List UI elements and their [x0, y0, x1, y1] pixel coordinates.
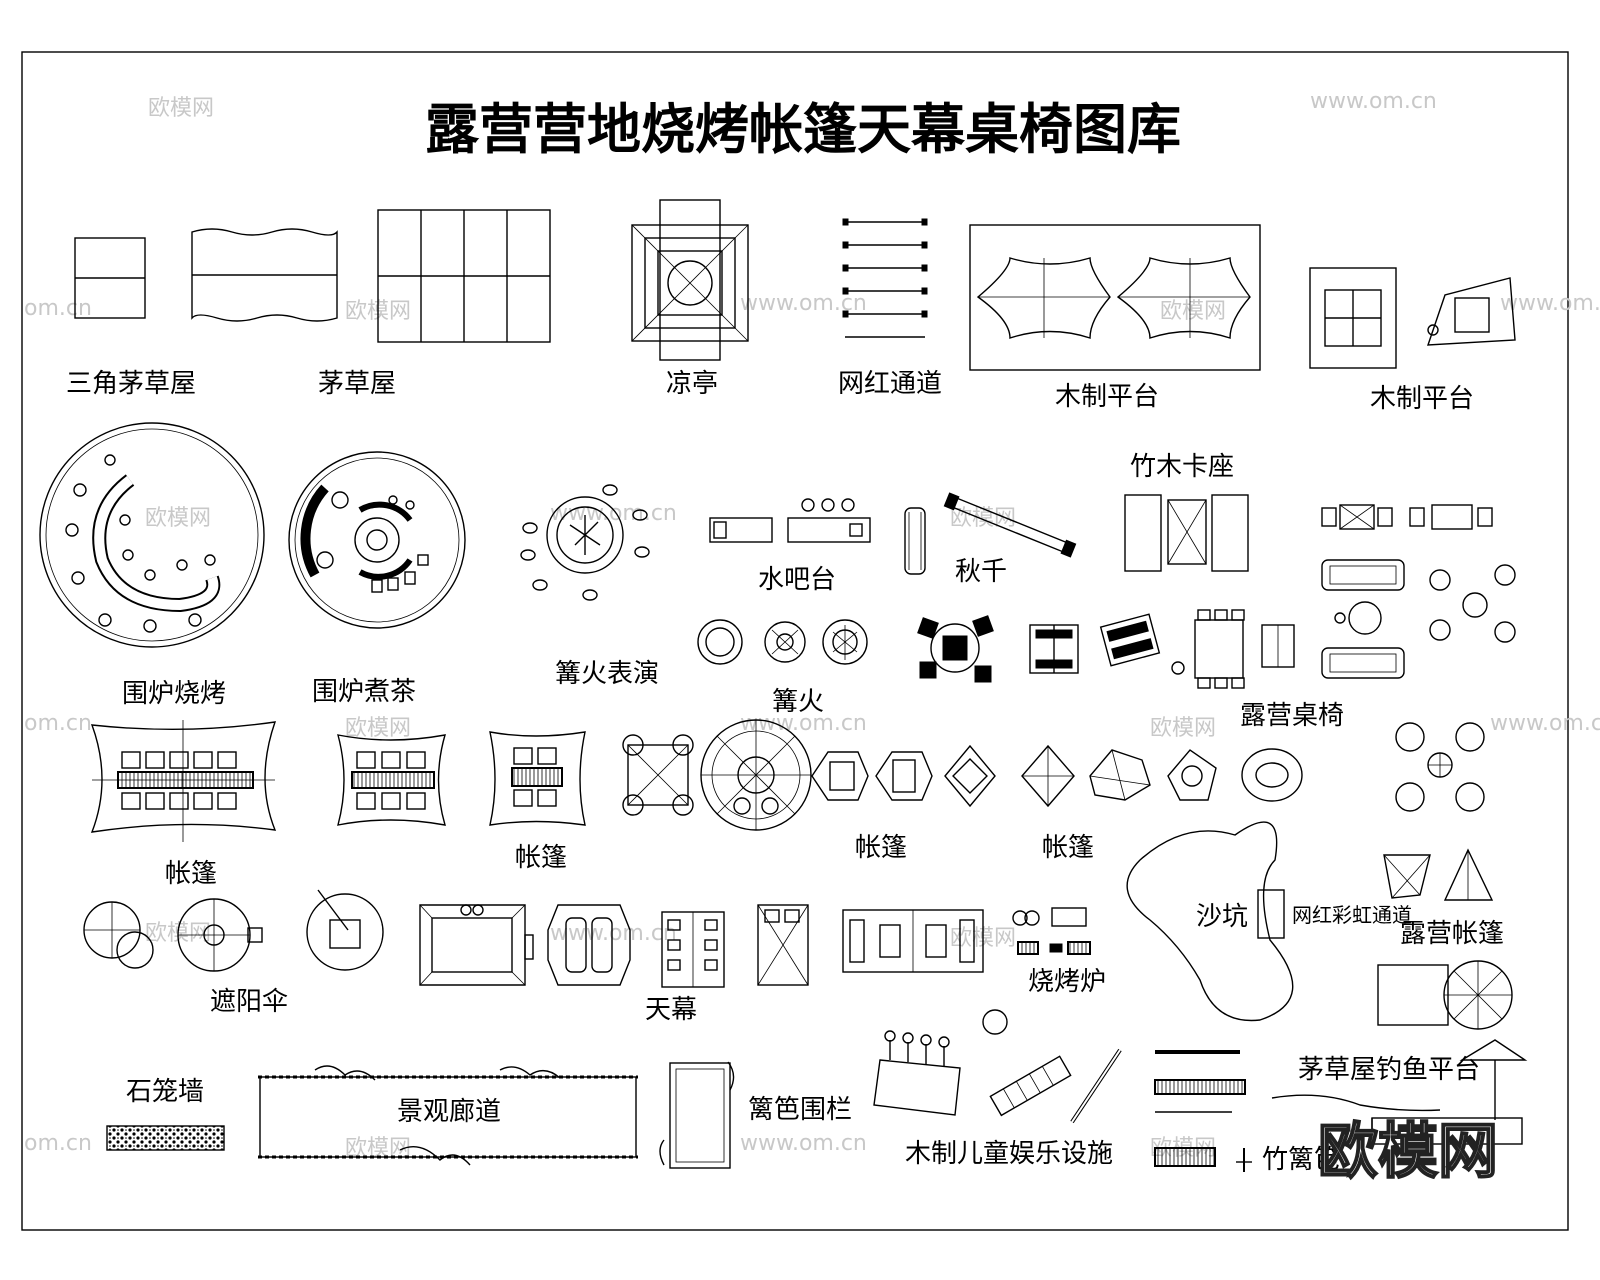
watermark-text: www.om.cn: [1490, 711, 1600, 736]
label-tent-2: 帐篷: [515, 843, 567, 873]
swing-symbol: [904, 492, 1077, 575]
label-bamboo-fence: 竹篱笆: [1262, 1145, 1340, 1175]
tent-small-symbol: [489, 731, 586, 826]
label-wood-platform-2: 木制平台: [1370, 384, 1474, 414]
fence-symbol: [659, 1061, 735, 1169]
label-fence: 篱笆围栏: [748, 1095, 852, 1125]
thatch-umbrella-symbol: [1377, 960, 1513, 1030]
stone-cage-wall-symbol: [106, 1125, 225, 1151]
label-tent-4: 帐篷: [1042, 833, 1094, 863]
camp-table-set-symbol: [1029, 609, 1295, 689]
label-triangle-hut: 三角茅草屋: [66, 369, 196, 399]
watermark-text: 欧模网: [1160, 299, 1226, 324]
page-title: 露营营地烧烤帐篷天幕桌椅图库: [425, 97, 1181, 161]
label-parasol: 遮阳伞: [210, 987, 288, 1017]
watermark-text: om.cn: [24, 1131, 92, 1156]
camp-tent-symbol: [1383, 848, 1494, 901]
tent-large-symbol: [90, 720, 277, 842]
label-stove-tea: 围炉煮茶: [312, 677, 416, 707]
watermark-text: om.cn: [24, 711, 92, 736]
large-thatched-roof-symbol: [377, 209, 551, 343]
triangle-hut-symbol: [74, 237, 146, 319]
tent-chairs-symbol: [622, 734, 694, 816]
label-influencer-path: 网红通道: [838, 369, 942, 399]
watermark-text: 欧模网: [1150, 716, 1216, 741]
sandpit-symbol: [1126, 821, 1294, 1022]
bonfire-show-symbol: [520, 484, 650, 601]
bamboo-booth-symbol: [1124, 494, 1249, 572]
label-bamboo-booth: 竹木卡座: [1130, 452, 1234, 482]
wood-platform-tent-symbol: [969, 224, 1261, 371]
label-tent-3: 帐篷: [855, 833, 907, 863]
label-stone-cage-wall: 石笼墙: [126, 1077, 204, 1107]
label-wood-platform-1: 木制平台: [1055, 382, 1159, 412]
watermark-text: 欧模网: [345, 716, 411, 741]
watermark-logo: 欧模网: [1318, 1117, 1498, 1187]
label-kids-play: 木制儿童娱乐设施: [905, 1139, 1113, 1169]
thatched-hut-symbol: [191, 228, 338, 322]
bbq-grill-symbol: [1012, 907, 1091, 955]
label-scenic-corridor: 景观廊道: [397, 1097, 501, 1127]
watermark-text: www.om.cn: [740, 1131, 867, 1156]
water-bar-symbol: [709, 498, 871, 543]
watermark-text: 欧模网: [145, 506, 211, 531]
watermark-layer: 欧模网 www.om.cn om.cn 欧模网 www.om.cn 欧模网 ww…: [24, 89, 1600, 1161]
watermark-text: om.cn: [24, 296, 92, 321]
label-bbq-grill: 烧烤炉: [1028, 967, 1106, 997]
watermark-text: www.om.cn: [1500, 291, 1600, 316]
sheet-border: [21, 51, 1569, 1231]
label-camp-table: 露营桌椅: [1240, 701, 1344, 731]
label-sandpit: 沙坑: [1196, 902, 1248, 932]
label-pavilion: 凉亭: [666, 369, 718, 399]
bonfire-symbol: [697, 619, 868, 665]
stove-tea-symbol: [288, 451, 466, 629]
watermark-text: 欧模网: [148, 96, 214, 121]
scenic-corridor-symbol: [258, 1065, 638, 1166]
parasol-symbol: [83, 889, 384, 972]
hex-tent-row-symbol: [811, 744, 1303, 808]
tent-medium-symbol: [337, 734, 446, 826]
watermark-text: www.om.cn: [1310, 89, 1437, 114]
watermark-text: www.om.cn: [550, 921, 677, 946]
label-water-bar: 水吧台: [758, 565, 836, 595]
label-thatched-hut: 茅草屋: [318, 369, 396, 399]
pavilion-symbol: [631, 199, 749, 361]
round-camp-table-symbol: [917, 615, 994, 683]
round-tent-symbol: [700, 719, 812, 831]
round-table-chairs-symbol: [1395, 722, 1485, 812]
label-camp-tent: 露营帐篷: [1400, 919, 1504, 949]
canopy-symbol: [419, 904, 984, 988]
watermark-text: www.om.cn: [740, 711, 867, 736]
stove-bbq-symbol: [39, 422, 265, 648]
label-bonfire-show: 篝火表演: [555, 659, 659, 689]
watermark-text: www.om.cn: [550, 501, 677, 526]
camp-table-cluster-symbol: [1321, 504, 1516, 679]
label-rainbow-path: 网红彩虹通道: [1292, 903, 1412, 927]
bamboo-fence-symbol: [1154, 1050, 1252, 1172]
label-tent-1: 帐篷: [165, 859, 217, 889]
label-fishing-platform: 茅草屋钓鱼平台: [1298, 1055, 1480, 1085]
label-stove-bbq: 围炉烧烤: [122, 679, 226, 709]
label-swing: 秋千: [955, 557, 1007, 587]
fishing-platform-symbol: [1271, 1039, 1528, 1145]
label-canopy: 天幕: [645, 995, 697, 1025]
influencer-path-symbol: [842, 218, 928, 338]
wood-platform-small-symbol: [1309, 267, 1516, 369]
label-bonfire: 篝火: [772, 687, 824, 717]
kids-play-symbol: [873, 1009, 1122, 1124]
